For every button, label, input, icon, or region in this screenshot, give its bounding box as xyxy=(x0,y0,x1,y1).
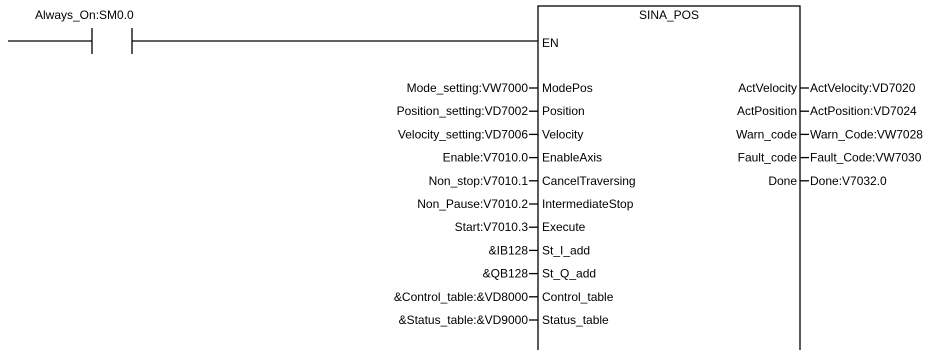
input-operand[interactable]: &QB128 xyxy=(483,267,529,281)
input-pin-label: Position xyxy=(542,104,585,118)
output-operand[interactable]: Done:V7032.0 xyxy=(810,174,887,188)
input-operand[interactable]: &IB128 xyxy=(489,243,529,257)
input-operand[interactable]: Start:V7010.3 xyxy=(455,220,529,234)
output-pin-label: Done xyxy=(768,174,797,188)
input-pin-label: St_Q_add xyxy=(542,267,596,281)
output-operand[interactable]: ActVelocity:VD7020 xyxy=(810,81,916,95)
input-operand[interactable]: Position_setting:VD7002 xyxy=(397,104,529,118)
output-pin-label: Warn_code xyxy=(736,127,797,141)
output-pin-label: Fault_code xyxy=(738,151,798,165)
input-operand[interactable]: Enable:V7010.0 xyxy=(443,151,529,165)
normally-open-contact[interactable] xyxy=(91,28,133,54)
function-block-box[interactable] xyxy=(537,5,801,350)
input-operand[interactable]: &Status_table:&VD9000 xyxy=(399,313,529,327)
input-pin-label: ModePos xyxy=(542,81,593,95)
output-operand[interactable]: ActPosition:VD7024 xyxy=(810,104,917,118)
output-operand[interactable]: Warn_Code:VW7028 xyxy=(810,127,923,141)
output-pins: ActVelocity ActVelocity:VD7020ActPosition… xyxy=(736,81,923,188)
input-operand[interactable]: Non_stop:V7010.1 xyxy=(429,174,529,188)
input-pin-label: Velocity xyxy=(542,127,583,141)
en-pin-label: EN xyxy=(542,36,559,50)
input-pins: Mode_setting:VW7000 ModePosPosition_setti… xyxy=(394,81,636,327)
input-pin-label: Status_table xyxy=(542,313,609,327)
input-operand[interactable]: &Control_table:&VD8000 xyxy=(394,290,528,304)
input-pin-label: Control_table xyxy=(542,290,614,304)
contact-label: Always_On:SM0.0 xyxy=(35,8,134,22)
output-pin-label: ActPosition xyxy=(737,104,797,118)
input-pin-label: CancelTraversing xyxy=(542,174,636,188)
input-operand[interactable]: Mode_setting:VW7000 xyxy=(407,81,529,95)
output-operand[interactable]: Fault_Code:VW7030 xyxy=(810,151,922,165)
input-pin-label: EnableAxis xyxy=(542,151,602,165)
output-pin-label: ActVelocity xyxy=(738,81,797,95)
input-pin-label: Execute xyxy=(542,220,586,234)
input-pin-label: St_I_add xyxy=(542,243,590,257)
input-operand[interactable]: Velocity_setting:VD7006 xyxy=(398,127,528,141)
input-operand[interactable]: Non_Pause:V7010.2 xyxy=(417,197,528,211)
block-title: SINA_POS xyxy=(639,8,699,22)
input-pin-label: IntermediateStop xyxy=(542,197,634,211)
